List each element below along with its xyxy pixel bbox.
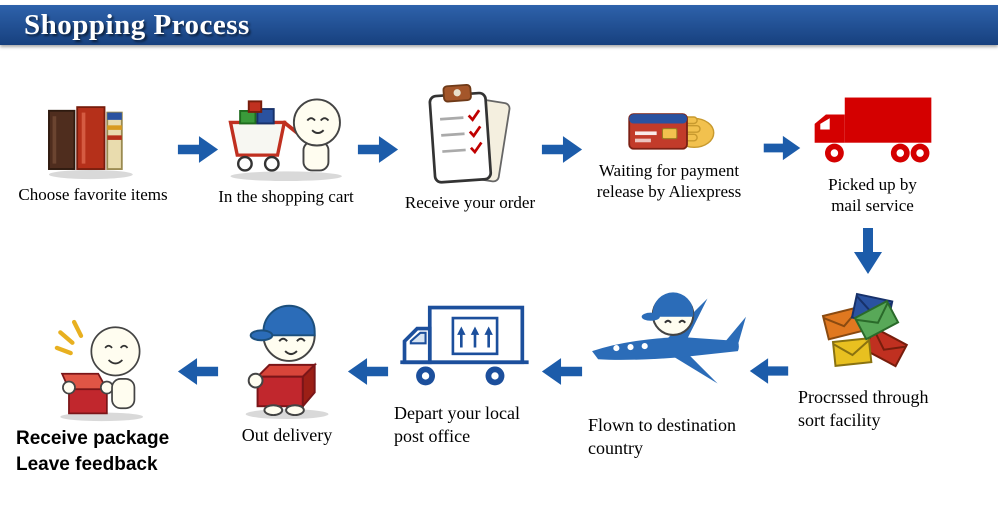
flow-step-flown: Flown to destination country <box>588 272 750 459</box>
clipboard-checklist-icon <box>396 80 544 188</box>
step-label: Out delivery <box>241 425 333 445</box>
flow-step-receive-package: Receive package Leave feedback <box>16 310 196 477</box>
payment-card-icon <box>578 104 760 156</box>
sorted-mail-icon <box>798 282 946 382</box>
cart-character-icon <box>212 86 360 182</box>
flow-step-sort-facility: Procrssed through sort facility <box>798 282 946 431</box>
step-label: Waiting for payment release by Aliexpres… <box>596 161 742 202</box>
step-label: Receive your order <box>404 193 536 212</box>
post-office-truck-icon <box>394 296 536 398</box>
arrow-left-icon <box>346 356 390 387</box>
arrow-right-icon <box>176 134 220 165</box>
books-icon <box>14 98 172 180</box>
step-label: Flown to destination country <box>588 415 736 458</box>
receive-package-icon <box>16 310 196 422</box>
step-label: Receive package Leave feedback <box>16 428 170 475</box>
delivery-character-icon <box>228 292 346 420</box>
arrow-down-icon <box>852 226 884 276</box>
step-label: In the shopping cart <box>218 187 354 206</box>
airplane-character-icon <box>588 272 750 410</box>
arrow-left-icon <box>748 356 790 386</box>
arrow-right-icon <box>762 134 802 162</box>
flow-step-pickup: Picked up by mail service <box>800 90 945 217</box>
flow-step-payment: Waiting for payment release by Aliexpres… <box>578 104 760 203</box>
arrow-right-icon <box>356 134 400 165</box>
flow-step-choose-items: Choose favorite items <box>14 98 172 205</box>
arrow-left-icon <box>176 356 220 387</box>
step-label: Depart your local post office <box>394 403 520 446</box>
mail-truck-icon <box>800 90 945 170</box>
flow-step-post-office: Depart your local post office <box>394 296 536 447</box>
flow-step-receive-order: Receive your order <box>396 80 544 213</box>
step-label: Procrssed through sort facility <box>798 387 929 430</box>
flow-step-shopping-cart: In the shopping cart <box>212 86 360 207</box>
page-title: Shopping Process <box>24 8 250 41</box>
title-banner: Shopping Process <box>0 5 998 45</box>
arrow-left-icon <box>540 356 584 387</box>
arrow-right-icon <box>540 134 584 165</box>
flow-step-out-delivery: Out delivery <box>228 292 346 447</box>
step-label: Choose favorite items <box>18 185 168 204</box>
step-label: Picked up by mail service <box>828 175 917 216</box>
